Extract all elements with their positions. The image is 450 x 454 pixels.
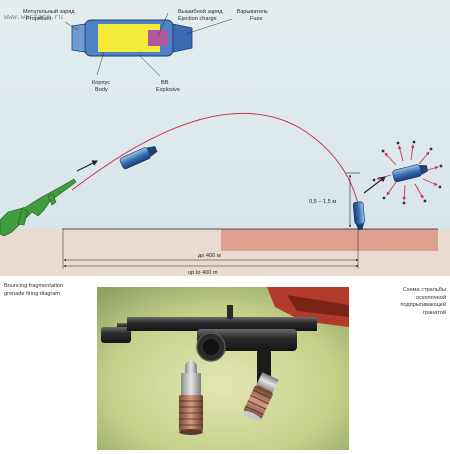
fire-direction-arrow <box>76 160 99 172</box>
caption-ru-line-1: Схема стрельбы <box>402 287 446 293</box>
caption-ru-line-3: подпрыгивающей <box>400 302 446 308</box>
fuze <box>172 23 193 53</box>
firing-diagram: www.warfare.ru Метательный заряд Propell… <box>0 0 450 276</box>
caption-ru: Схема стрельбы осколочной подпрыгивающей… <box>378 287 446 317</box>
label-propellant-en: Propellant <box>26 16 52 22</box>
fragment-dots <box>372 140 443 205</box>
caption-en: Bouncing fragmentation grenade firing di… <box>4 283 94 298</box>
label-fuze-ru: Взрыватель <box>237 9 268 15</box>
ejection-charge <box>148 30 168 46</box>
height-dimension <box>346 172 360 228</box>
bounce-arrow <box>363 176 386 194</box>
caption-en-line-1: Bouncing fragmentation <box>4 283 64 289</box>
label-ejection-ru: Вышибной заряд <box>178 8 223 15</box>
propellant-cap <box>71 23 86 53</box>
grenade-launcher-photo <box>97 287 349 450</box>
grenade-descending <box>352 201 365 231</box>
label-fuze-en: Fuze <box>250 16 262 22</box>
target-zone <box>221 229 438 251</box>
leader-lines <box>64 12 233 77</box>
caption-ru-line-4: гранатой <box>422 309 446 316</box>
label-explosive-ru: ВВ <box>161 80 169 86</box>
burst-height-label: 0,5 – 1,5 м <box>309 199 336 205</box>
caption-ru-line-2: осколочной <box>416 294 446 301</box>
range-ru-label: до 400 м <box>198 253 221 259</box>
grenade-in-flight <box>119 146 158 170</box>
label-ejection-en: Ejection charge <box>178 16 217 22</box>
watermark: www.warfare.ru <box>4 14 63 22</box>
trajectory-curve <box>71 112 362 219</box>
label-propellant-ru: Метательный заряд <box>23 8 75 15</box>
grenade-cutaway <box>71 19 193 57</box>
caption-en-line-2: grenade firing diagram <box>4 290 60 297</box>
label-body-ru: Корпус <box>92 80 110 86</box>
rifle-icon <box>0 178 77 237</box>
label-body-en: Body <box>95 87 108 93</box>
fragment-burst <box>376 144 439 201</box>
grenade-bounced <box>392 164 429 183</box>
range-en-label: up to 400 m <box>188 270 218 276</box>
label-explosive-en: Explosive <box>156 87 180 93</box>
